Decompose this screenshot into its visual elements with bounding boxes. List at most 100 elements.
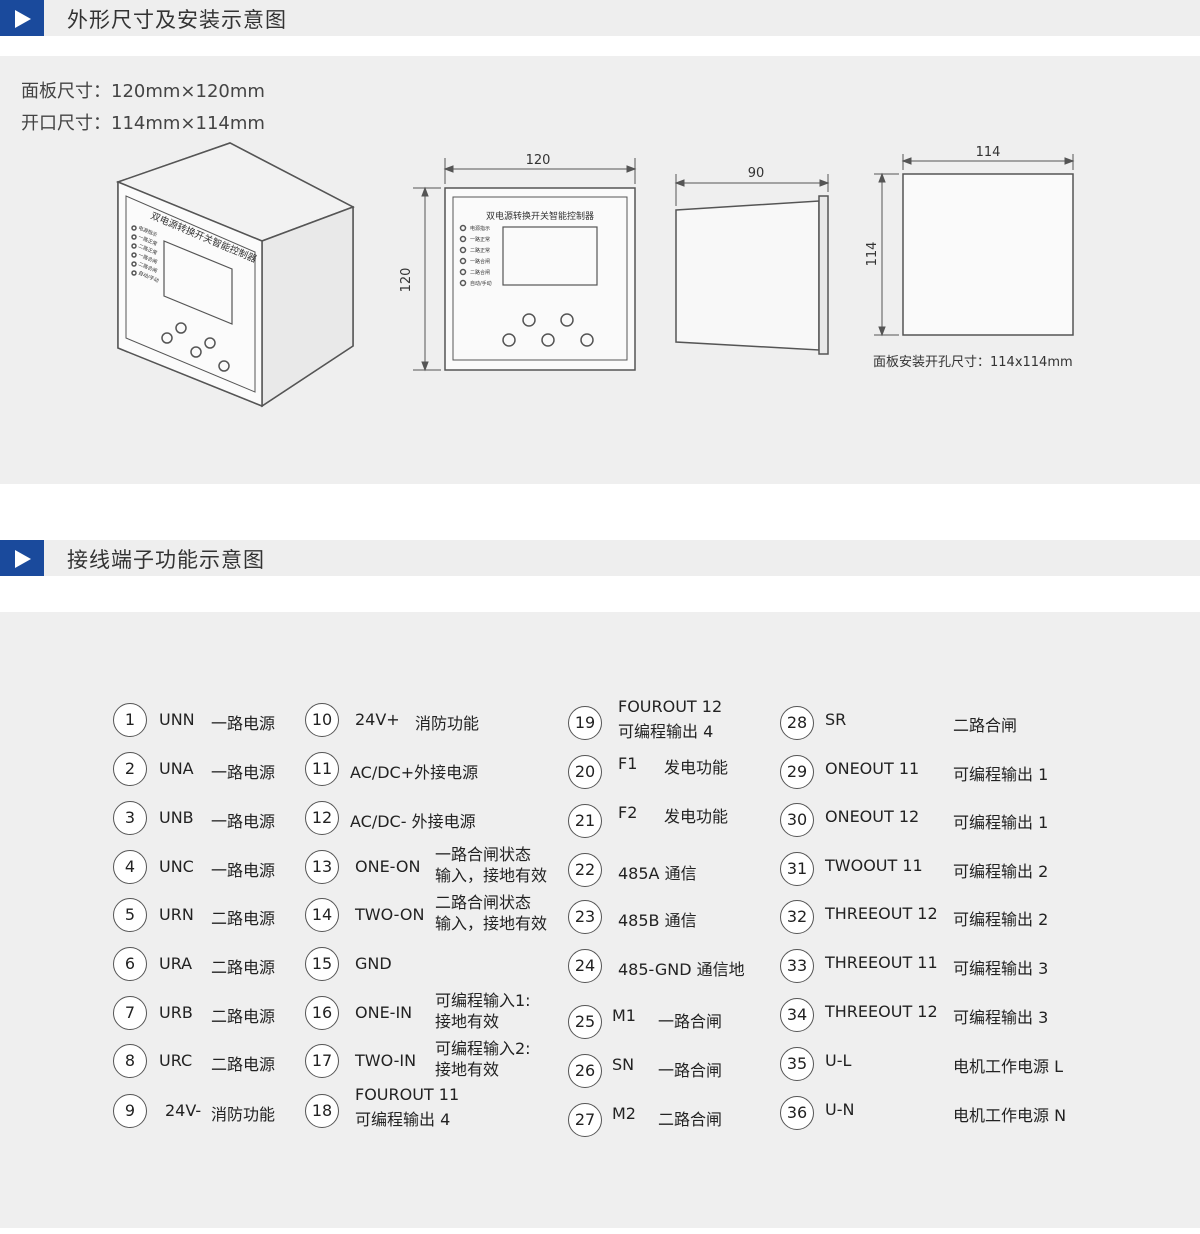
terminal-desc: 可编程输出 2 <box>953 862 1049 881</box>
terminal-desc: 二路电源 <box>211 909 276 928</box>
terminal-desc: 一路电源 <box>211 763 276 782</box>
terminal-code: U-N <box>825 1100 855 1119</box>
front-indicator-label: 一路正常 <box>470 236 490 243</box>
dimension-drawings: 双电源转换开关智能控制器 电源指示 一路正常 二路正常 一路合闸 二路合闸 自动… <box>115 142 1075 408</box>
terminal-number: 10 <box>305 703 339 737</box>
terminal-number: 22 <box>568 853 602 887</box>
terminal-code: 24V+ <box>355 710 400 729</box>
terminal-code: URA <box>159 954 193 973</box>
terminal-number: 26 <box>568 1054 602 1088</box>
section-header-dimensions: 外形尺寸及安装示意图 <box>0 0 1200 36</box>
dimension-panel: 面板尺寸：120mm×120mm 开口尺寸：114mm×114mm 双电源转换开… <box>0 56 1200 484</box>
terminal-desc-line2: 接地有效 <box>435 1060 500 1079</box>
terminal-desc: 发电功能 <box>664 807 729 826</box>
front-indicator-label: 一路合闸 <box>470 258 490 265</box>
terminal-number: 14 <box>305 898 339 932</box>
terminal-number: 23 <box>568 900 602 934</box>
front-view <box>444 187 636 371</box>
terminal-code: F2 <box>618 803 638 822</box>
terminal-desc: 可编程输出 1 <box>953 765 1049 784</box>
terminal-number: 4 <box>113 850 147 884</box>
rear-dim-lines <box>874 154 1075 337</box>
terminal-desc: 电机工作电源 L <box>953 1057 1064 1076</box>
iso-indicator-labels: 电源指示 一路正常 二路正常 一路合闸 二路合闸 自动/手动 <box>137 224 160 284</box>
terminal-number: 2 <box>113 752 147 786</box>
rear-view <box>902 173 1074 336</box>
front-width-label: 120 <box>526 153 551 168</box>
terminal-item: 30 ONEOUT 12 可编程输出 1 <box>780 803 1090 837</box>
terminal-number: 12 <box>305 801 339 835</box>
terminal-code: TWO-IN <box>355 1051 417 1070</box>
terminal-desc: 一路合闸 <box>658 1012 723 1031</box>
terminal-code: ONE-IN <box>355 1003 413 1022</box>
terminal-code: UNC <box>159 857 194 876</box>
terminal-code: THREEOUT 11 <box>825 953 938 972</box>
terminal-code: 24V- <box>165 1101 202 1120</box>
cutout-note: 面板安装开孔尺寸：114x114mm <box>873 355 1073 370</box>
terminal-number: 8 <box>113 1044 147 1078</box>
terminal-number: 7 <box>113 996 147 1030</box>
front-indicator-label: 二路合闸 <box>470 269 490 276</box>
terminal-code: SN <box>612 1055 635 1074</box>
terminal-desc-line1: FOUROUT 11 <box>355 1085 460 1104</box>
section-title: 外形尺寸及安装示意图 <box>67 8 287 32</box>
terminal-desc: 二路合闸 <box>658 1110 723 1129</box>
front-indicator-label: 二路正常 <box>470 247 490 254</box>
terminal-desc-line2: 可编程输出 4 <box>618 722 714 741</box>
terminal-desc-line2: 可编程输出 4 <box>355 1110 451 1129</box>
terminal-desc: 消防功能 <box>211 1105 276 1124</box>
terminal-code: URB <box>159 1003 193 1022</box>
terminal-number: 6 <box>113 947 147 981</box>
terminal-number: 27 <box>568 1103 602 1137</box>
terminal-code: ONEOUT 12 <box>825 807 920 826</box>
terminal-number: 17 <box>305 1044 339 1078</box>
play-arrow-icon <box>0 540 44 576</box>
terminal-code: AC/DC+外接电源 <box>350 763 479 782</box>
terminal-number: 16 <box>305 996 339 1030</box>
panel-size-text: 面板尺寸：120mm×120mm <box>21 81 265 102</box>
terminal-number: 30 <box>780 803 814 837</box>
terminal-code: TWO-ON <box>355 905 425 924</box>
terminal-number: 34 <box>780 998 814 1032</box>
terminal-code: SR <box>825 710 847 729</box>
terminal-desc: 一路电源 <box>211 861 276 880</box>
terminal-code: TWOOUT 11 <box>825 856 923 875</box>
terminal-code: UNB <box>159 808 194 827</box>
terminal-code: ONEOUT 11 <box>825 759 920 778</box>
section-title: 接线端子功能示意图 <box>67 548 265 572</box>
terminal-desc: 二路电源 <box>211 1007 276 1026</box>
terminal-item: 4 UNC 一路电源 <box>113 850 303 884</box>
terminal-code: M1 <box>612 1006 636 1025</box>
terminal-code: 485-GND 通信地 <box>618 960 745 979</box>
section-header-terminals: 接线端子功能示意图 <box>0 540 1200 576</box>
terminal-desc-line2: 输入，接地有效 <box>435 914 548 933</box>
terminal-desc: 二路合闸 <box>953 716 1018 735</box>
terminal-item: 7 URB 二路电源 <box>113 996 303 1030</box>
terminal-desc: 可编程输出 1 <box>953 813 1049 832</box>
